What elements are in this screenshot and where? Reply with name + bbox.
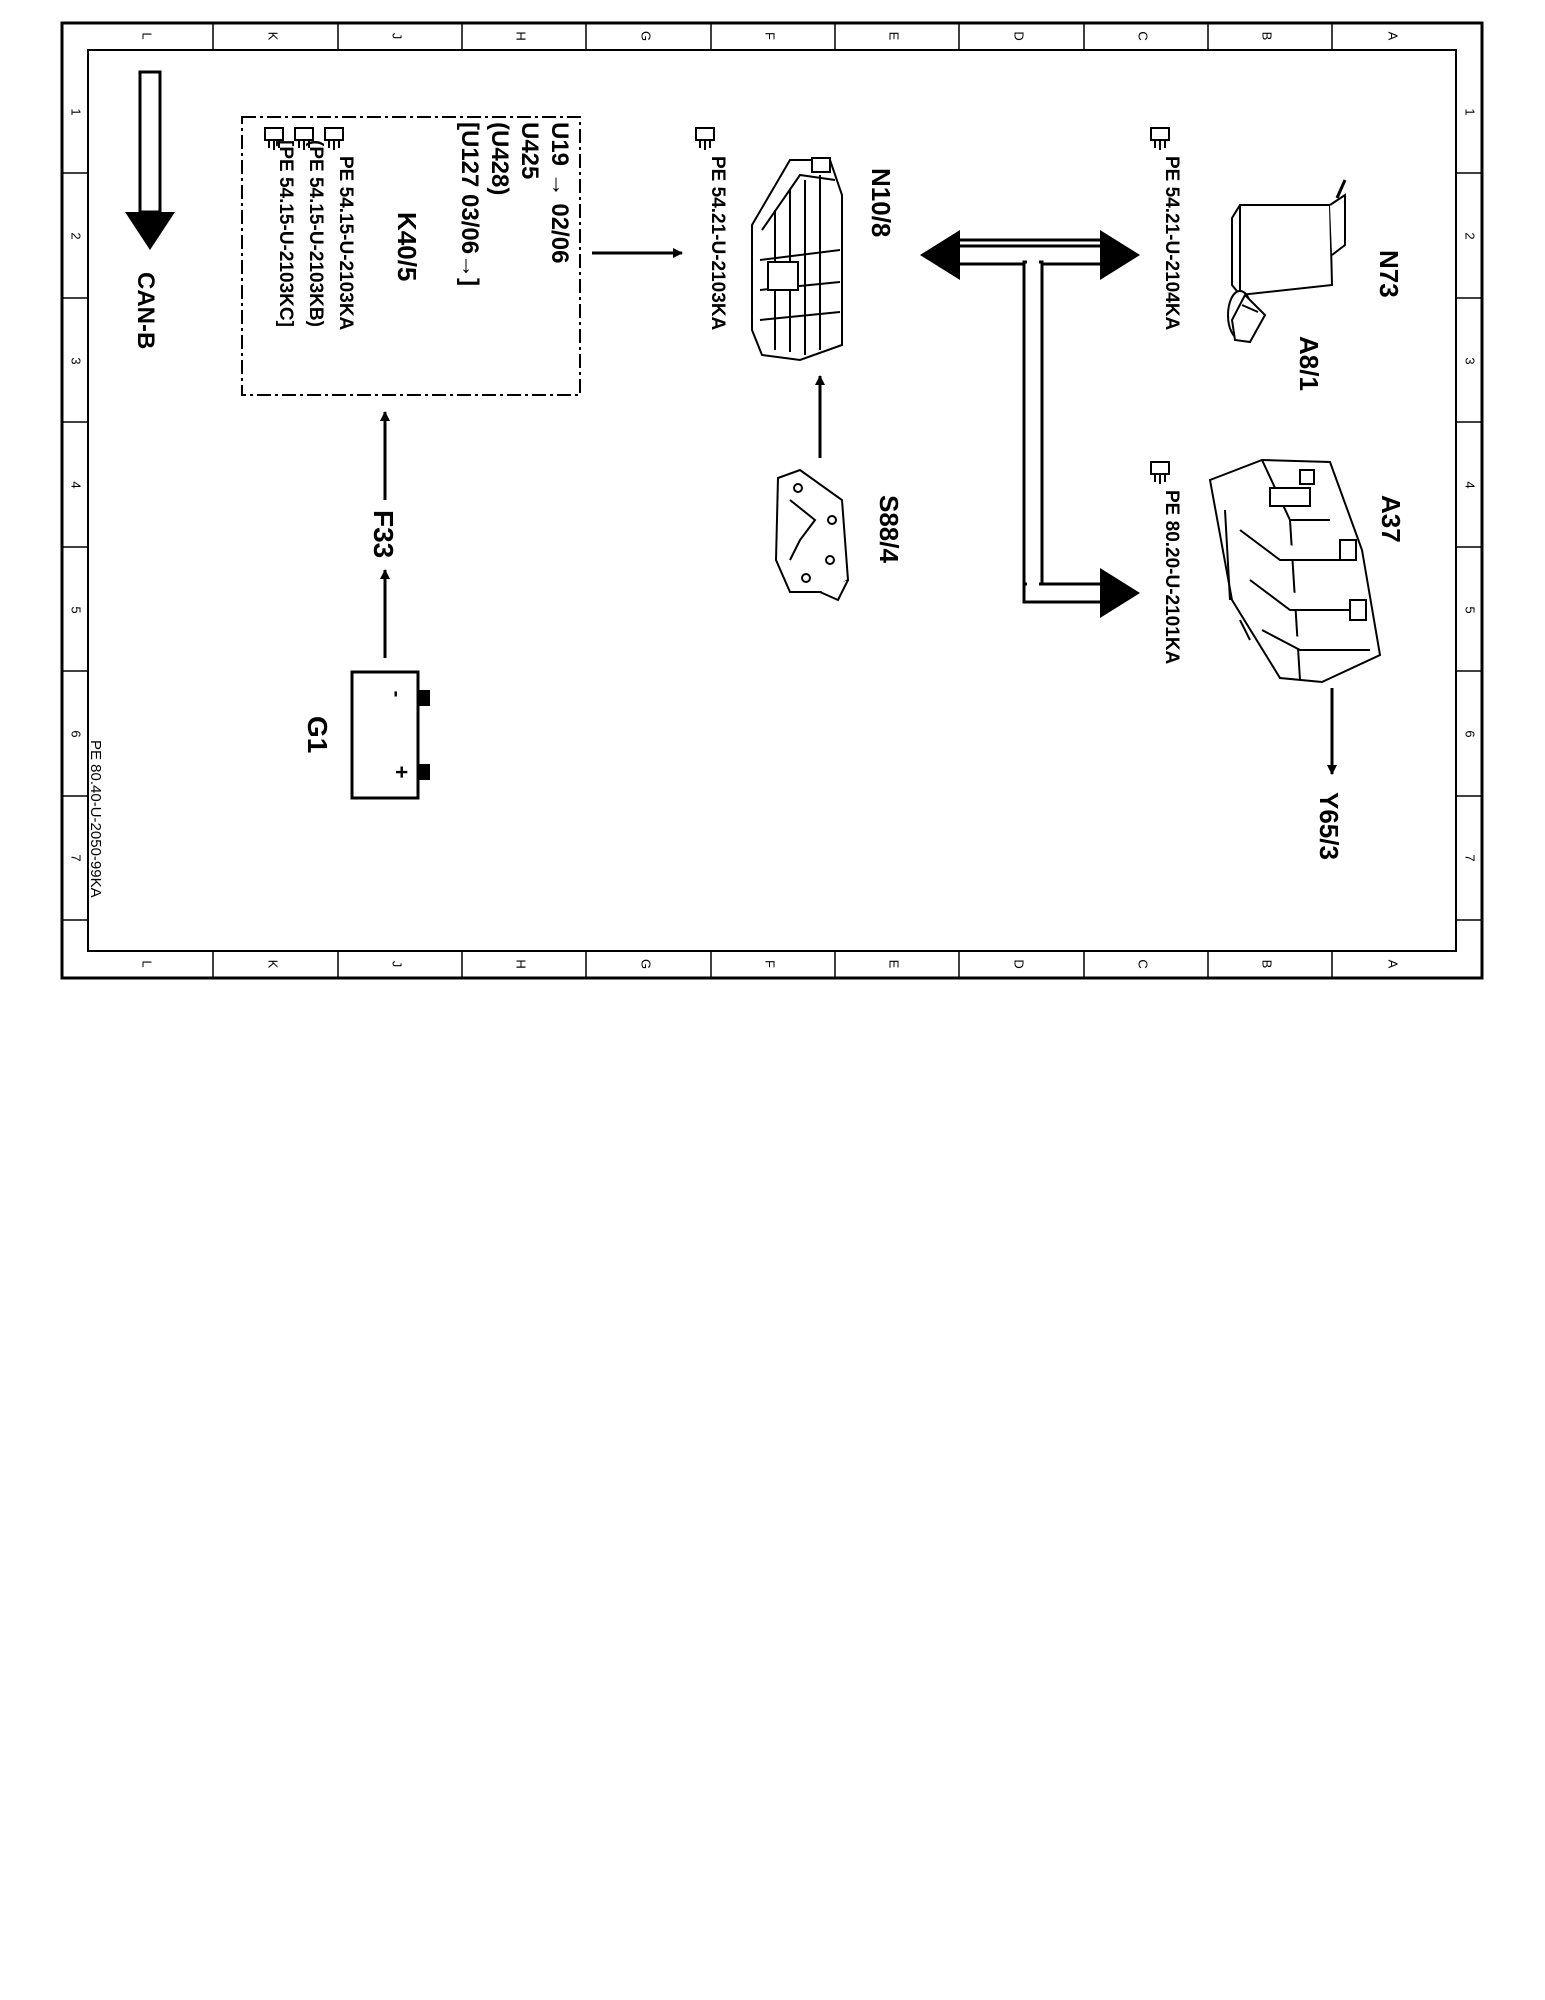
k40-ref-c: [PE 54.15-U-2103KC] (275, 140, 296, 327)
grid-letter: B (1260, 32, 1275, 41)
k40-5-label: K40/5 (392, 212, 422, 281)
grid-letters: L K J H G F E D C B A L K J H G F E D C … (140, 31, 1401, 969)
g1-battery-icon (350, 670, 430, 800)
grid-letter: C (1136, 31, 1151, 40)
g1-label: G1 (302, 716, 333, 753)
grid-letter: E (887, 960, 902, 969)
s88-4-switch-icon (774, 468, 850, 602)
reference-hand-icon (695, 127, 715, 150)
k40-ref-b: (PE 54.15-U-2103KB) (305, 140, 326, 327)
grid-letter: B (1260, 960, 1275, 969)
grid-letter: H (514, 31, 529, 40)
grid-letter: C (1136, 959, 1151, 968)
grid-letter: F (763, 32, 778, 40)
grid-letter: E (887, 32, 902, 41)
grid-number: 4 (1463, 481, 1478, 488)
n73-ref: PE 54.21-U-2104KA (1161, 156, 1182, 331)
reference-hand-icon (324, 127, 344, 150)
grid-number: 7 (1463, 854, 1478, 861)
can-bus-connector (920, 230, 1140, 618)
a37-ref: PE 80.20-U-2101KA (1161, 490, 1182, 665)
n10-8-label: N10/8 (866, 168, 896, 237)
grid-number: 7 (69, 854, 84, 861)
a37-label: A37 (1376, 495, 1406, 543)
grid-ticks (62, 23, 1482, 978)
n73-label: N73 (1374, 250, 1404, 298)
n10-8-module-icon (751, 157, 843, 362)
grid-number: 3 (69, 357, 84, 364)
grid-number: 1 (69, 108, 84, 115)
k40-line-u425: U425 (516, 122, 543, 179)
can-b-arrow (125, 70, 175, 250)
grid-number: 2 (1463, 232, 1478, 239)
grid-number: 4 (69, 481, 84, 488)
k40-line-u127: [U127 03/06→] (456, 122, 483, 286)
g1-minus-sign: - (386, 691, 408, 698)
grid-letter: D (1012, 959, 1027, 968)
grid-numbers: 1 2 3 4 5 6 7 1 2 3 4 5 6 7 (69, 108, 1478, 861)
n73-ignition-switch-icon (1227, 179, 1347, 344)
grid-number: 5 (1463, 606, 1478, 613)
grid-letter: H (514, 959, 529, 968)
sheet-identifier: PE 80.40-U-2050-99KA (87, 740, 104, 898)
grid-letter: K (266, 32, 281, 41)
a8-1-label: A8/1 (1294, 336, 1324, 391)
grid-number: 5 (69, 606, 84, 613)
k40-5-text-block: U19 → 02/06 U425 (U428) [U127 03/06→] K4… (264, 122, 573, 331)
grid-letter: G (639, 31, 654, 41)
grid-letter: D (1012, 31, 1027, 40)
a37-module-icon (1208, 458, 1382, 684)
k40-line-u19: U19 → 02/06 (546, 122, 573, 263)
grid-letter: J (390, 33, 405, 40)
k40-line-u428: (U428) (486, 122, 513, 195)
grid-number: 6 (1463, 730, 1478, 737)
g1-plus-sign: + (389, 766, 414, 779)
n10-8-ref: PE 54.21-U-2103KA (707, 156, 728, 331)
s88-4-label: S88/4 (874, 495, 904, 563)
y65-3-label: Y65/3 (1314, 792, 1344, 860)
k40-ref-a: PE 54.15-U-2103KA (335, 156, 356, 331)
grid-letter: A (1386, 32, 1401, 41)
k40-5-box (241, 116, 581, 396)
reference-hand-icon (294, 127, 314, 150)
grid-number: 1 (1463, 108, 1478, 115)
grid-letter: F (763, 960, 778, 968)
f33-label: F33 (368, 510, 399, 558)
grid-number: 6 (69, 730, 84, 737)
reference-hand-icon (1150, 461, 1170, 484)
grid-letter: G (639, 959, 654, 969)
grid-letter: L (140, 960, 155, 967)
reference-hand-icon (264, 127, 284, 150)
diagram-frame (60, 21, 1484, 980)
grid-letter: L (140, 32, 155, 39)
grid-number: 2 (69, 232, 84, 239)
grid-letter: J (390, 961, 405, 968)
grid-number: 3 (1463, 357, 1478, 364)
can-b-label: CAN-B (132, 272, 159, 349)
grid-letter: A (1386, 960, 1401, 969)
grid-letter: K (266, 960, 281, 969)
reference-hand-icon (1150, 127, 1170, 150)
